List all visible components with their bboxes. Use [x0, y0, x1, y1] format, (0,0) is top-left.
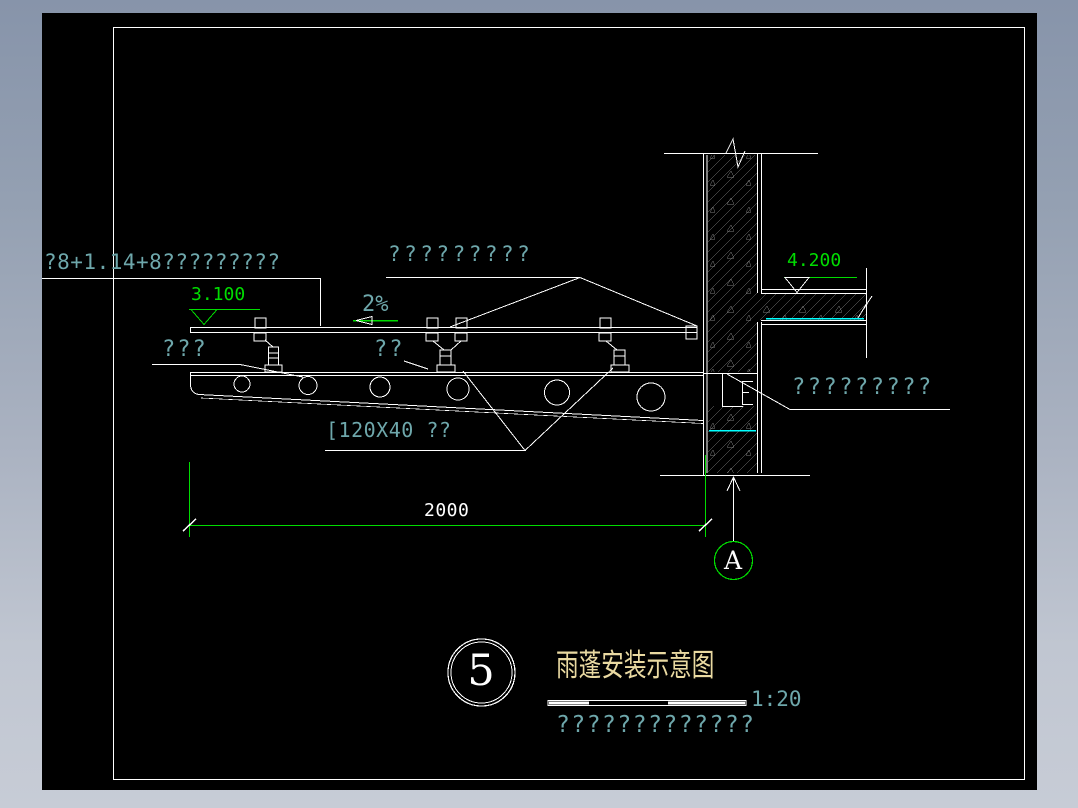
annotation-canopy-top: ?????????: [388, 242, 534, 266]
leader-lines: [42, 277, 950, 451]
wall-hatch: [708, 155, 866, 473]
spider-fitting-1: [253, 317, 283, 373]
annotation-slope: 2%: [362, 292, 389, 317]
level-symbol-3100-icon: [189, 309, 260, 326]
scale-label: 1:20: [751, 687, 802, 711]
section-bubble-letter: A: [723, 546, 743, 575]
embed-connection: [703, 373, 757, 407]
title-underline: [547, 700, 747, 706]
dimension-line: [182, 455, 713, 537]
slab-break-symbol-icon: [857, 295, 873, 319]
wall-section: [660, 153, 818, 476]
annotation-mid-note: ??: [374, 337, 405, 362]
wall-bracket: [685, 325, 698, 340]
wall-break-symbol-icon: [725, 137, 746, 169]
drawing-border: [113, 27, 1025, 780]
spider-fitting-3: [598, 317, 630, 373]
dimension-2000-label: 2000: [424, 500, 470, 521]
detail-circle-icon: [447, 638, 516, 707]
level-4200-label: 4.200: [787, 250, 842, 271]
annotation-wall-note: ?????????: [792, 375, 934, 400]
annotation-channel-spec: [120X40 ??: [326, 418, 452, 442]
level-symbol-4200-icon: [783, 277, 857, 294]
model-space: [42, 13, 1037, 790]
detail-subtitle: ?????????????: [556, 712, 756, 738]
spider-fitting-2: [425, 317, 468, 373]
level-3100-label: 3.100: [191, 284, 246, 305]
detail-number: 5: [467, 646, 495, 696]
annotation-left-note: ???: [162, 337, 208, 362]
section-marker-icon: [713, 475, 754, 581]
annotation-glass-spec: ?8+1.14+8?????????: [44, 250, 281, 274]
canopy-glass: [190, 327, 697, 333]
detail-title: 雨蓬安装示意图: [556, 648, 715, 683]
slope-arrow-icon: [353, 315, 398, 326]
floor-slab: [761, 268, 873, 358]
